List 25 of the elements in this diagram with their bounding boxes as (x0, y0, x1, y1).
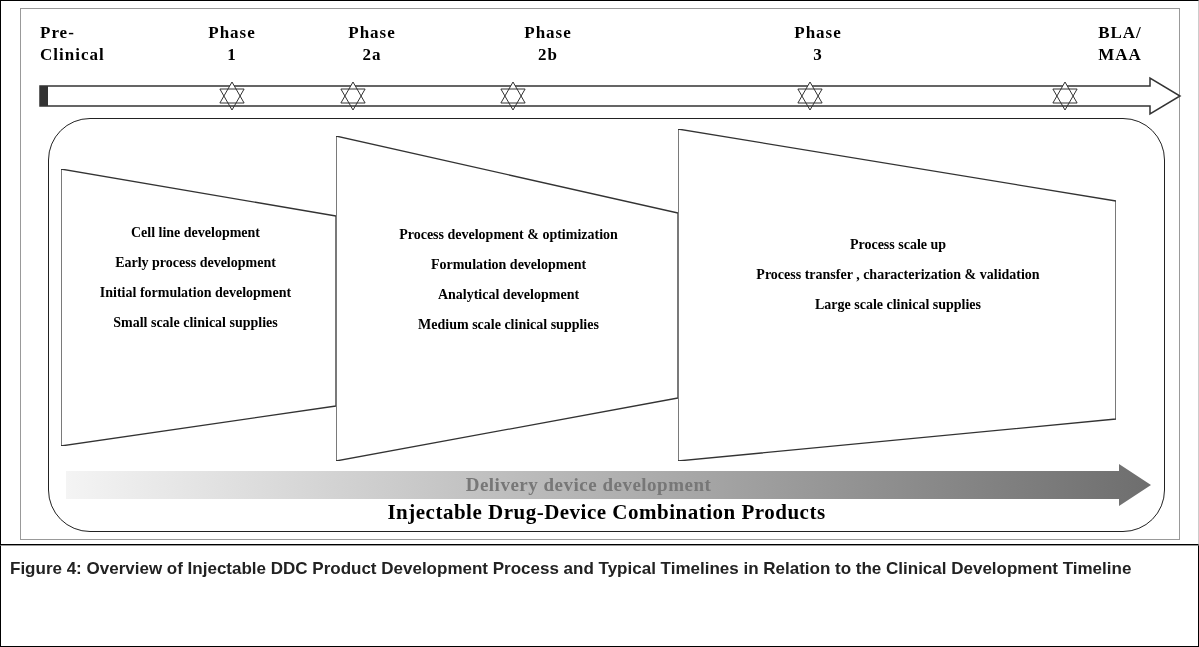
phase-label: Phase 2b (524, 22, 572, 67)
activity-text: Analytical development (436, 285, 581, 304)
activity-text: Early process development (114, 253, 277, 272)
delivery-arrow (66, 464, 1151, 506)
stage-trapezoid (61, 169, 336, 446)
activity-text: Cell line development (129, 224, 262, 242)
activity-text: Formulation development (429, 255, 588, 274)
arrow-label: Delivery device development (464, 474, 713, 496)
activity-text: Medium scale clinical supplies (417, 315, 600, 334)
activity-text: Process transfer , characterization & validation (755, 265, 1041, 284)
activity-text: Initial formulation development (98, 283, 293, 302)
activity-text: Process scale up (848, 236, 948, 254)
phase-label: Phase 1 (208, 22, 256, 67)
group-title: Injectable Drug-Device Combination Products (386, 500, 827, 525)
stage-trapezoid (678, 129, 1116, 461)
activity-text: Large scale clinical supplies (813, 295, 983, 314)
activity-text: Process development & optimization (398, 226, 619, 244)
group-frame (48, 118, 1165, 532)
phase-label: BLA/ MAA (1098, 22, 1142, 67)
phase-label: Phase 3 (794, 22, 842, 67)
figure-caption: Figure 4: Overview of Injectable DDC Product Development Process and Typical Timelines in Relation to the Clinical Development Timeline (10, 558, 1133, 580)
activity-text: Small scale clinical supplies (112, 313, 279, 332)
phase-label: Pre- Clinical (40, 22, 105, 67)
phase-label: Phase 2a (348, 22, 396, 67)
stage-trapezoid (336, 136, 678, 461)
